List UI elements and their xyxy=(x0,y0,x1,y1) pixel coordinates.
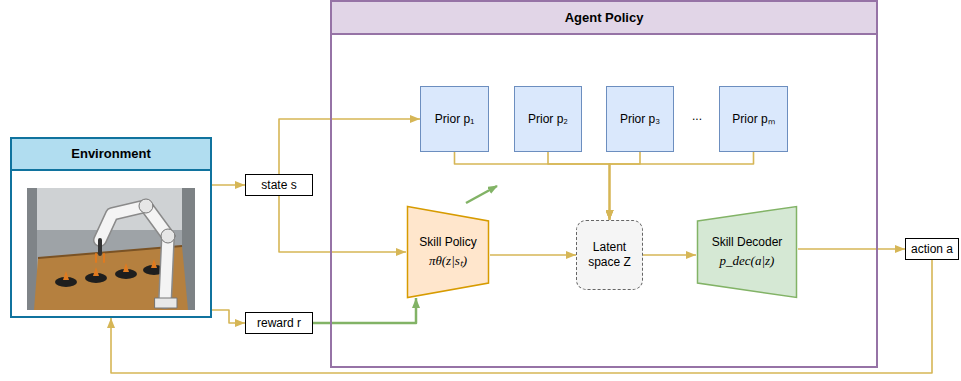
trapezoid-shape xyxy=(698,207,797,298)
flow-arrow xyxy=(212,310,245,323)
node-label: action a xyxy=(911,242,953,257)
environment-panel: Environment xyxy=(10,137,212,318)
prior-box: Prior p₃ xyxy=(606,86,674,152)
flow-arrow xyxy=(455,152,610,220)
prior-box: Prior p₂ xyxy=(514,86,582,152)
flow-arrow xyxy=(548,152,610,220)
formula-label: πθ(z|sₜ) xyxy=(429,253,467,269)
flow-arrow xyxy=(279,196,406,252)
panel-heading: Agent Policy xyxy=(332,2,876,35)
trapezoid-shape xyxy=(408,207,489,298)
node-label: Skill Decoder xyxy=(712,235,783,250)
node-label: Skill Policy xyxy=(419,235,476,250)
panel-heading: Environment xyxy=(12,139,210,171)
node-label: Prior p₁ xyxy=(435,112,474,127)
regularization-arrow xyxy=(466,186,497,203)
reward-box: reward r xyxy=(245,312,313,334)
node-label: Prior p₂ xyxy=(528,112,568,127)
robot-photo xyxy=(27,188,195,310)
prior-box: Prior p₁ xyxy=(420,86,489,152)
flow-arrow xyxy=(798,248,905,250)
flow-arrow xyxy=(610,152,641,220)
skill-policy-trapezoid: Skill Policy πθ(z|sₜ) xyxy=(406,205,490,299)
node-label: reward r xyxy=(257,316,301,331)
action-box: action a xyxy=(905,238,959,260)
node-label: Prior pₘ xyxy=(732,112,774,127)
latent-space-box: Latent space Z xyxy=(576,220,643,290)
flow-arrow xyxy=(212,184,245,186)
flow-arrow xyxy=(643,254,696,256)
reward-arrow xyxy=(313,298,416,323)
node-label: state s xyxy=(261,178,296,193)
trapezoid-outline xyxy=(696,205,798,299)
node-label: Latent space Z xyxy=(580,240,639,270)
robot-arm xyxy=(96,199,177,308)
pucks xyxy=(55,259,165,287)
flow-arrow xyxy=(279,119,420,174)
trapezoid-outline xyxy=(406,205,490,299)
node-label: Prior p₃ xyxy=(620,112,660,127)
photo-background xyxy=(27,188,195,310)
agent-policy-panel: Agent PolicyPrior p₁ Prior p₂ Prior p₃ Prio… xyxy=(330,0,878,368)
prior-box: Prior pₘ xyxy=(719,86,788,152)
formula-label: p_dec(a|z) xyxy=(720,253,775,269)
state-box: state s xyxy=(245,174,313,196)
flow-arrow xyxy=(490,254,576,256)
ellipsis-label: ... xyxy=(692,109,702,123)
flow-arrow xyxy=(610,152,754,220)
flow-arrow xyxy=(111,260,932,373)
skill-decoder-trapezoid: Skill Decoder p_dec(a|z) xyxy=(696,205,798,299)
